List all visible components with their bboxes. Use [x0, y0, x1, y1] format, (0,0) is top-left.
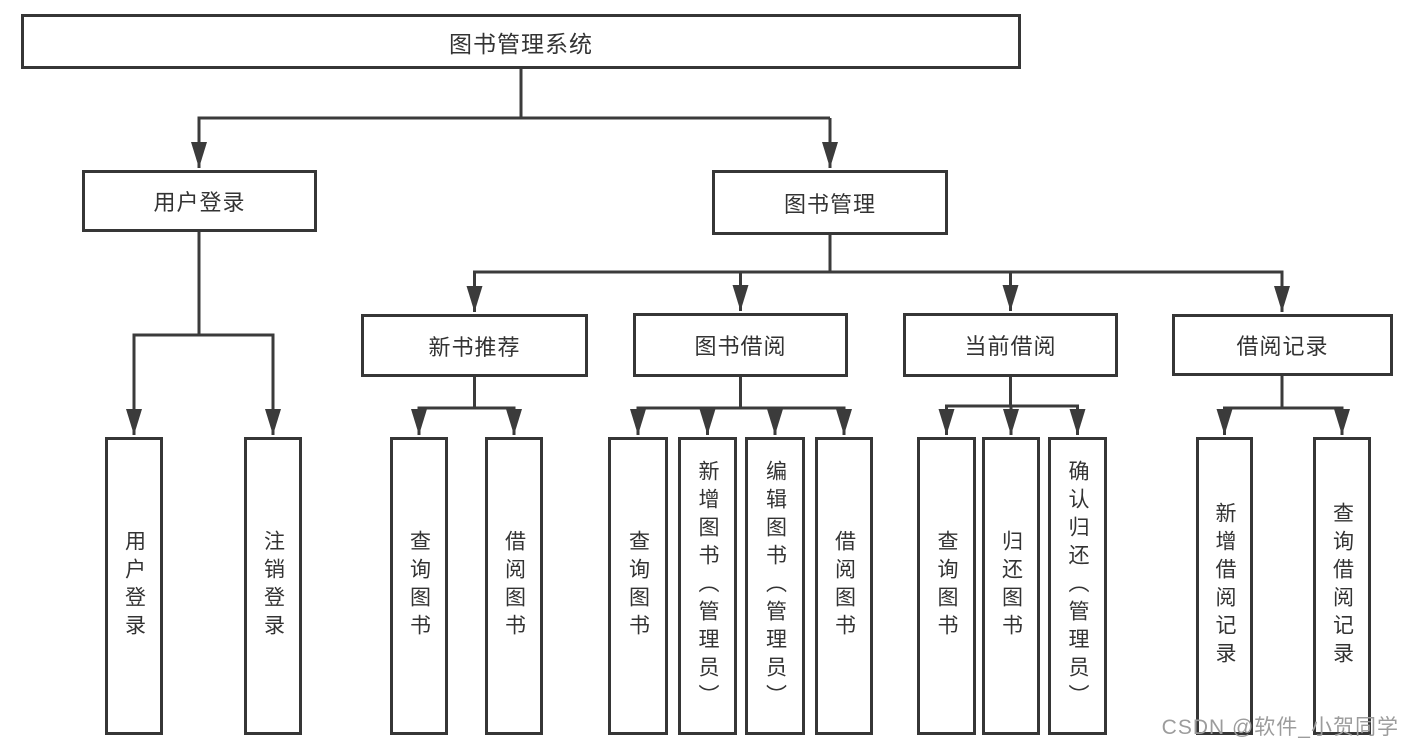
node-user-login: 用户登录 [82, 170, 317, 232]
leaf-add-book-admin-label: 新增图书（管理员） [696, 460, 719, 712]
node-root-library-system: 图书管理系统 [21, 14, 1021, 69]
leaf-user-login: 用户登录 [105, 437, 163, 735]
leaf-edit-book-admin-label: 编辑图书（管理员） [763, 460, 787, 712]
leaf-return-book: 归还图书 [982, 437, 1040, 735]
node-current-borrow: 当前借阅 [903, 313, 1118, 377]
leaf-confirm-return-admin: 确认归还（管理员） [1048, 437, 1107, 735]
node-book-borrow: 图书借阅 [633, 313, 848, 377]
leaf-query-books-current: 查询图书 [917, 437, 976, 735]
leaf-confirm-return-admin-label: 确认归还（管理员） [1066, 460, 1089, 712]
leaf-borrow-books: 借阅图书 [815, 437, 873, 735]
leaf-query-books-recommend: 查询图书 [390, 437, 448, 735]
leaf-logout: 注销登录 [244, 437, 302, 735]
leaf-query-books-current-label: 查询图书 [935, 530, 958, 642]
leaf-return-book-label: 归还图书 [999, 530, 1023, 642]
leaf-query-borrow-record-label: 查询借阅记录 [1330, 502, 1354, 670]
node-book-management: 图书管理 [712, 170, 948, 235]
leaf-add-borrow-record-label: 新增借阅记录 [1213, 502, 1236, 670]
leaf-borrow-books-recommend-label: 借阅图书 [502, 530, 526, 642]
node-new-book-recommend: 新书推荐 [361, 314, 588, 377]
leaf-logout-label: 注销登录 [261, 530, 285, 642]
leaf-query-books-borrow-label: 查询图书 [626, 530, 650, 642]
leaf-query-books-recommend-label: 查询图书 [407, 530, 431, 642]
node-borrow-records: 借阅记录 [1172, 314, 1393, 376]
leaf-borrow-books-label: 借阅图书 [832, 530, 856, 642]
leaf-query-books-borrow: 查询图书 [608, 437, 668, 735]
leaf-user-login-label: 用户登录 [122, 530, 146, 642]
leaf-add-book-admin: 新增图书（管理员） [678, 437, 737, 735]
watermark: CSDN @软件_小贺同学 [1161, 716, 1399, 739]
leaf-borrow-books-recommend: 借阅图书 [485, 437, 543, 735]
leaf-add-borrow-record: 新增借阅记录 [1196, 437, 1253, 735]
leaf-query-borrow-record: 查询借阅记录 [1313, 437, 1371, 735]
leaf-edit-book-admin: 编辑图书（管理员） [745, 437, 805, 735]
